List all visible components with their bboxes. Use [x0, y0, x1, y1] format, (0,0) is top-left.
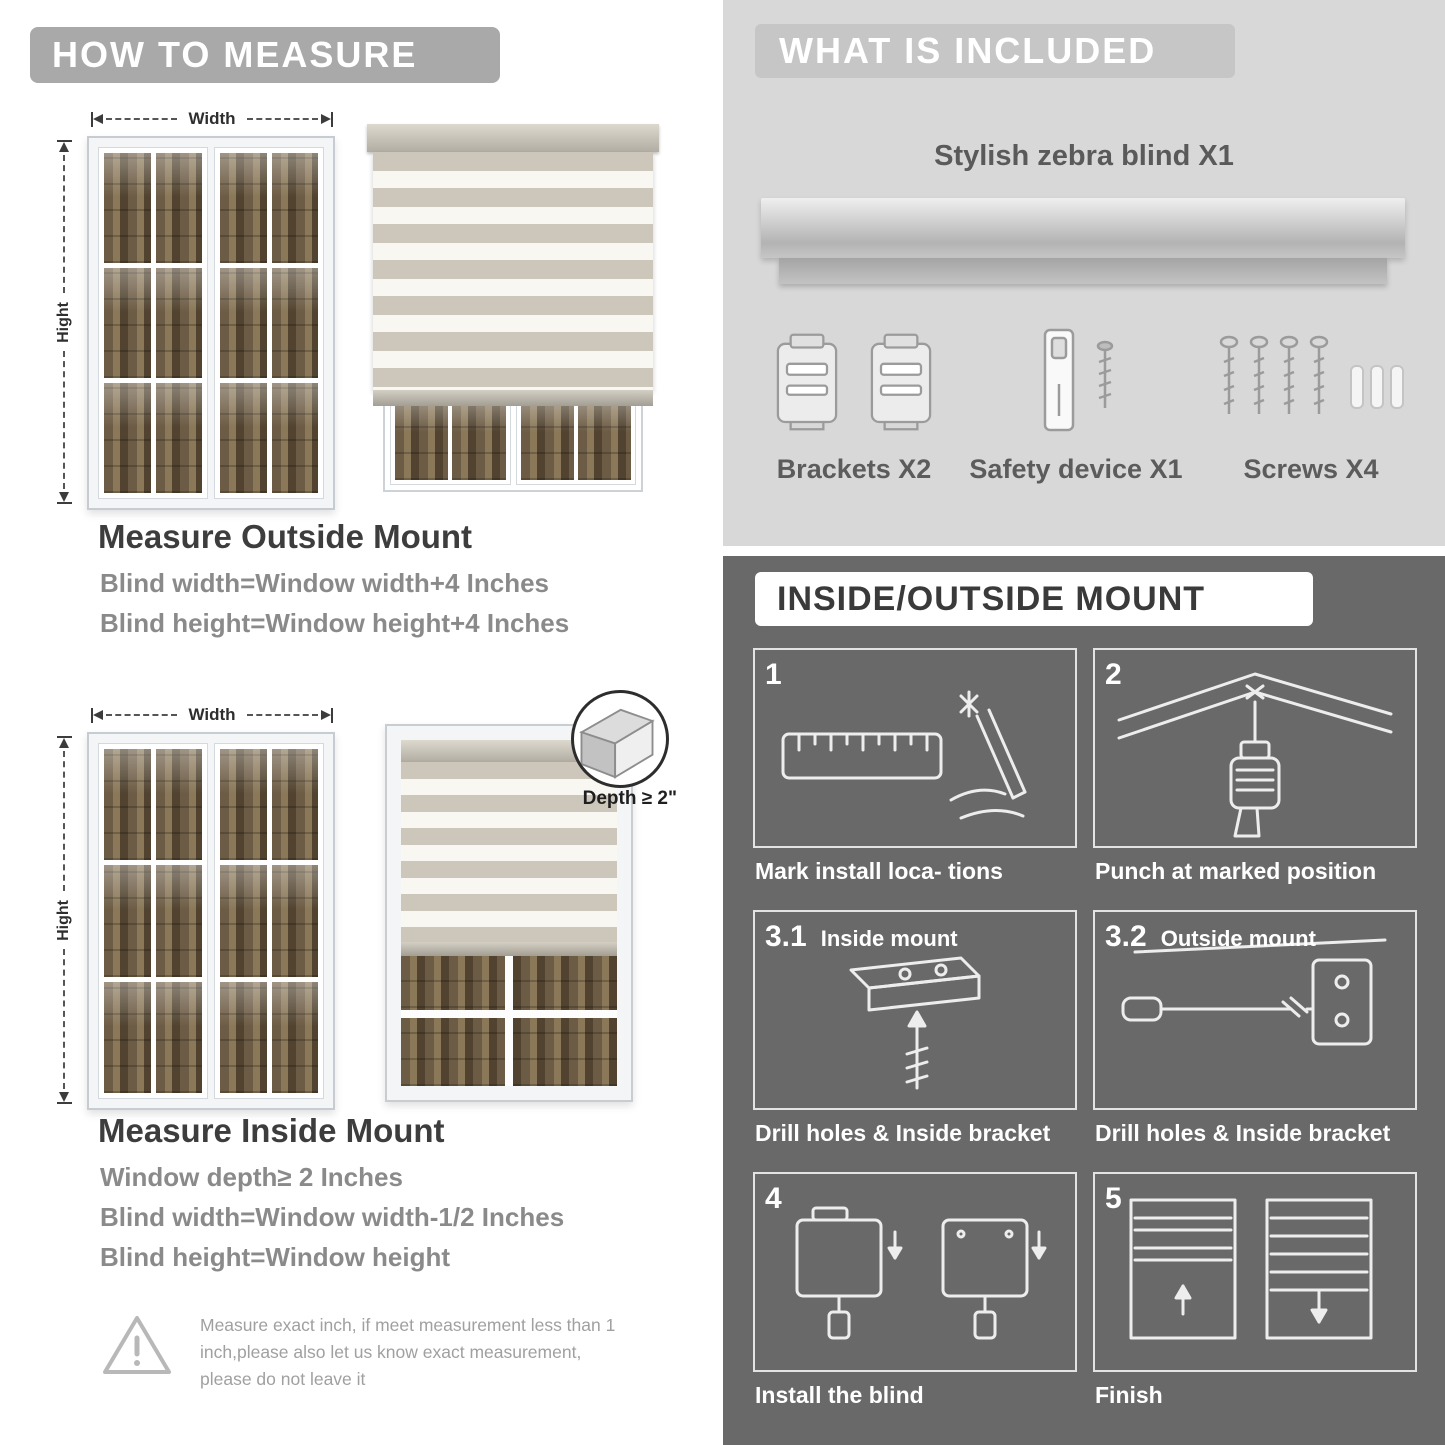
step-caption: Punch at marked position — [1095, 858, 1377, 884]
mount-step-4: 4 — [753, 1172, 1077, 1426]
step-caption: Mark install loca- tions — [755, 858, 1003, 884]
mount-steps-grid: 1 — [753, 648, 1417, 1426]
step-box: 4 — [753, 1172, 1077, 1372]
zebra-blind-headrail-illustration — [761, 198, 1405, 258]
safety-device-icon — [1043, 328, 1114, 432]
window-illustration — [87, 136, 335, 510]
inside-mount-line3: Blind height=Window height — [100, 1242, 450, 1272]
outside-mount-figures: Width Hight — [55, 109, 675, 510]
outside-bracket-drawing — [1121, 938, 1387, 1046]
measure-warning: Measure exact inch, if meet measurement … — [100, 1312, 640, 1393]
outside-mount-title: Measure Outside Mount — [98, 518, 473, 555]
drill-drawing — [1117, 672, 1393, 838]
step-box: 2 — [1093, 648, 1417, 848]
width-dimension-arrow: Width — [91, 705, 333, 724]
step-box: 3.2 Outside mount — [1093, 910, 1417, 1110]
window-measure-illustration: Width Hight — [55, 109, 335, 510]
warning-text: Measure exact inch, if meet measurement … — [200, 1315, 616, 1390]
window-sash — [214, 147, 324, 499]
window-corner-detail — [579, 708, 655, 779]
mount-step-2: 2 — [1093, 648, 1417, 902]
blind-bottom-rail — [401, 941, 617, 956]
depth-detail-callout — [571, 690, 669, 788]
inside-mount-figures: Width Hight — [55, 690, 677, 1110]
screws-icon — [1219, 335, 1404, 414]
how-to-measure-header: HOW TO MEASURE — [30, 27, 500, 83]
inside-bracket-drawing — [849, 956, 981, 1090]
mount-header: INSIDE/OUTSIDE MOUNT — [755, 572, 1313, 626]
step-number: 3.1 — [765, 920, 807, 953]
width-dimension-arrow: Width — [91, 109, 333, 128]
how-to-measure-title: HOW TO MEASURE — [52, 34, 418, 75]
step-number: 2 — [1105, 658, 1122, 691]
step-caption: Drill holes & Inside bracket — [755, 1120, 1051, 1146]
window-sash — [98, 743, 208, 1099]
brackets-illustration — [767, 326, 941, 438]
inside-mount-line1: Window depth≥ 2 Inches — [100, 1162, 403, 1192]
step-box: 3.1 Inside mount — [753, 910, 1077, 1110]
outside-mount-blind-illustration — [367, 124, 659, 492]
safety-device-label: Safety device X1 — [969, 454, 1183, 484]
height-label: Hight — [55, 899, 72, 941]
mount-step-3-1: 3.1 Inside mount — [753, 910, 1077, 1164]
mount-step-5: 5 — [1093, 1172, 1417, 1426]
window-opening — [401, 740, 617, 1086]
screws-label: Screws X4 — [1243, 454, 1379, 484]
product-label: Stylish zebra blind X1 — [934, 140, 1234, 172]
height-label: Hight — [55, 301, 72, 343]
safety-device-item: Safety device X1 — [969, 324, 1183, 485]
height-dimension-arrow: Hight — [55, 736, 73, 1104]
what-is-included-header: WHAT IS INCLUDED — [755, 24, 1235, 78]
height-dimension-arrow: Hight — [55, 140, 73, 504]
step-box: 5 — [1093, 1172, 1417, 1372]
warning-triangle-icon — [103, 1316, 171, 1374]
blind-cassette — [401, 740, 617, 762]
step-number: 3.2 — [1105, 920, 1147, 953]
mount-title: INSIDE/OUTSIDE MOUNT — [777, 579, 1206, 618]
zebra-blind-stripes — [373, 152, 653, 390]
step-caption: Install the blind — [755, 1382, 924, 1408]
mount-step-1: 1 — [753, 648, 1077, 902]
step-caption: Finish — [1095, 1382, 1163, 1408]
inside-mount-blind-illustration: Depth ≥ 2" — [385, 690, 677, 1102]
window-measure-illustration: Width Hight — [55, 705, 335, 1110]
what-is-included-title: WHAT IS INCLUDED — [779, 30, 1157, 71]
step-caption: Drill holes & Inside bracket — [1095, 1120, 1391, 1146]
width-label: Width — [188, 109, 236, 128]
zebra-blind-stripes — [401, 762, 617, 942]
brackets-label: Brackets X2 — [776, 454, 932, 484]
outside-mount-line2: Blind height=Window height+4 Inches — [100, 608, 570, 638]
step-label: Outside mount — [1160, 926, 1316, 951]
inside-mount-line2: Blind width=Window width-1/2 Inches — [100, 1202, 565, 1232]
install-blind-drawing — [795, 1206, 1047, 1340]
mark-location-drawing — [781, 690, 1027, 820]
right-column: WHAT IS INCLUDED Stylish zebra blind X1 — [723, 0, 1445, 1445]
window-frame — [385, 724, 633, 1102]
inside-mount-title: Measure Inside Mount — [98, 1112, 445, 1149]
included-items-row: Brackets X2 Safety d — [767, 324, 1411, 485]
window-sash — [214, 743, 324, 1099]
outside-mount-line1: Blind width=Window width+4 Inches — [100, 568, 549, 598]
window-sash — [98, 147, 208, 499]
blind-bottom-rail — [373, 390, 653, 406]
finished-blinds-drawing — [1129, 1198, 1373, 1340]
screws-item: Screws X4 — [1211, 324, 1411, 485]
brackets-item: Brackets X2 — [767, 326, 941, 485]
step-number: 5 — [1105, 1182, 1122, 1215]
mount-step-3-2: 3.2 Outside mount — [1093, 910, 1417, 1164]
bracket-icon — [776, 333, 838, 431]
step-label: Inside mount — [820, 926, 958, 951]
step-number: 1 — [765, 658, 782, 691]
step-box: 1 — [753, 648, 1077, 848]
window-illustration — [87, 732, 335, 1110]
depth-callout-label: Depth ≥ 2" — [582, 788, 677, 809]
blind-cassette — [367, 124, 659, 152]
step-number: 4 — [765, 1182, 782, 1215]
width-label: Width — [188, 705, 236, 724]
how-to-measure-section: HOW TO MEASURE Width Hight — [30, 27, 677, 1393]
inside-outside-mount-panel: INSIDE/OUTSIDE MOUNT 1 — [723, 556, 1445, 1445]
bracket-icon — [870, 333, 932, 431]
what-is-included-panel: WHAT IS INCLUDED Stylish zebra blind X1 — [723, 0, 1445, 546]
zebra-blind-valance-illustration — [779, 258, 1387, 284]
